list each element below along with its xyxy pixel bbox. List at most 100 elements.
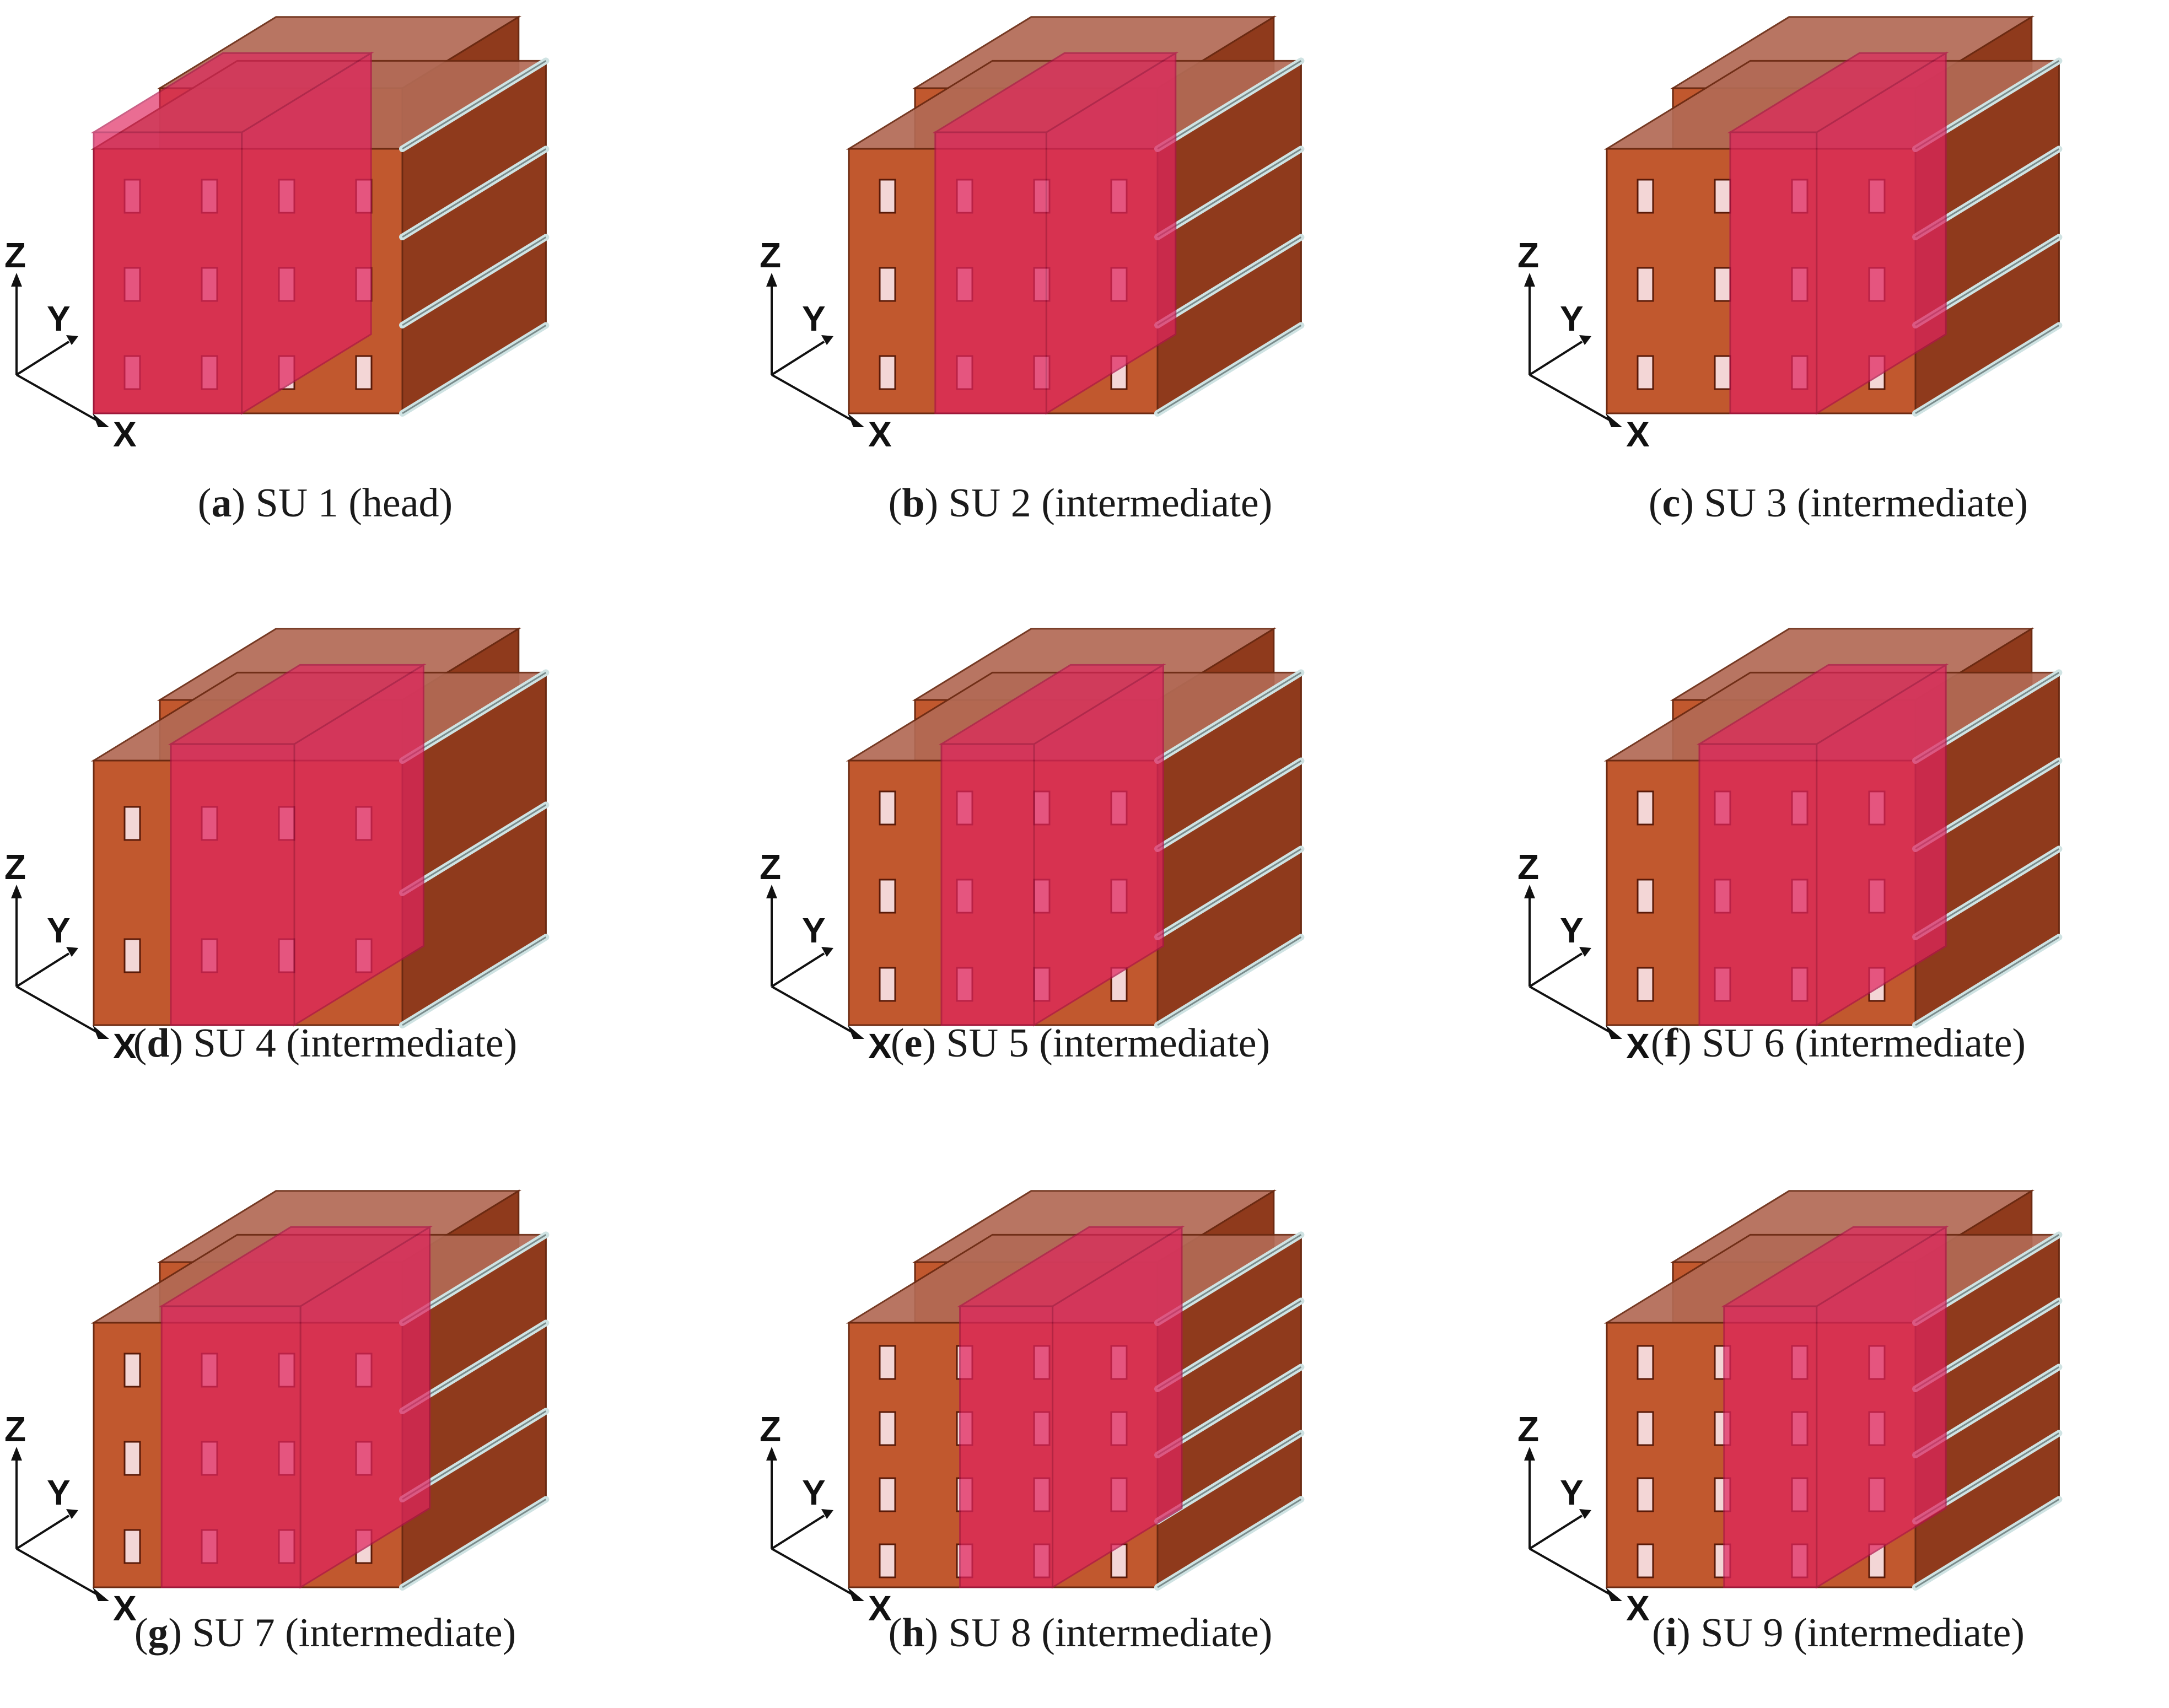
- window-opening: [1637, 790, 1654, 826]
- caption-letter: c: [1662, 481, 1681, 526]
- caption-text: SU 1 (head): [255, 481, 453, 526]
- caption-b: (b) SU 2 (intermediate): [750, 480, 1411, 527]
- axis-label-y: Y: [47, 910, 71, 950]
- building-model-i: ZYX: [1517, 1189, 2063, 1628]
- axis-label-x: X: [1626, 1588, 1650, 1628]
- caption-a: (a) SU 1 (head): [0, 480, 656, 527]
- caption-paren-close: ): [1680, 481, 1704, 526]
- caption-c: (c) SU 3 (intermediate): [1508, 480, 2169, 527]
- axis-label-y: Y: [1560, 910, 1584, 950]
- caption-paren-close: ): [232, 481, 256, 526]
- cornice-edge: [1915, 1499, 2060, 1588]
- window-opening: [1637, 967, 1654, 1002]
- axis-label-y: Y: [47, 299, 71, 338]
- caption-paren-close: ): [168, 1610, 192, 1656]
- window-opening: [355, 355, 373, 390]
- window-opening: [1637, 1543, 1654, 1578]
- caption-letter: e: [904, 1021, 923, 1066]
- caption-paren-open: (: [1651, 1610, 1666, 1656]
- window-opening: [879, 879, 896, 914]
- caption-f: (f) SU 6 (intermediate): [1508, 1020, 2169, 1067]
- building-model-g: ZY X: [4, 1189, 550, 1628]
- axis-label-x: X: [1626, 414, 1650, 454]
- building-model-e: ZYX: [760, 627, 1305, 1066]
- axes-triad: ZYX: [760, 847, 892, 1066]
- window-opening: [879, 790, 896, 826]
- axes-triad: ZYX: [1517, 847, 1650, 1066]
- caption-text: SU 7 (intermediate): [192, 1610, 516, 1656]
- axis-label-y: Y: [47, 1473, 71, 1512]
- cornice-edge: [1157, 672, 1302, 762]
- caption-text: SU 2 (intermediate): [948, 481, 1273, 526]
- building-model-d: ZYX: [4, 627, 550, 1066]
- axis-label-x: X: [868, 1588, 892, 1628]
- cornice-edge: [1157, 236, 1302, 326]
- structural-unit-highlight: [1721, 1225, 1949, 1589]
- axis-label-z: Z: [4, 235, 26, 275]
- caption-letter: f: [1664, 1021, 1678, 1066]
- cornice-edge: [1157, 760, 1302, 850]
- caption-paren-close: ): [1678, 1021, 1702, 1066]
- window-opening: [879, 267, 896, 302]
- caption-paren-open: (: [888, 481, 902, 526]
- axis-label-x: X: [868, 1026, 892, 1066]
- caption-letter: g: [148, 1610, 169, 1656]
- window-opening: [1637, 879, 1654, 914]
- building-model-a: ZY X: [4, 15, 550, 454]
- axis-label-x: X: [113, 414, 137, 454]
- cornice-edge: [1157, 148, 1302, 238]
- cornice-edge: [1157, 60, 1302, 150]
- caption-paren-close: ): [922, 1021, 946, 1066]
- axes-triad: ZYX: [1517, 235, 1650, 454]
- caption-paren-open: (: [197, 481, 212, 526]
- axis-label-y: Y: [1560, 1473, 1584, 1512]
- cornice-edge: [402, 325, 547, 414]
- caption-paren-close: ): [924, 1610, 949, 1656]
- cornice-edge: [402, 1499, 547, 1588]
- structural-unit-highlight: [158, 1225, 433, 1589]
- window-opening: [1714, 267, 1731, 302]
- caption-h: (h) SU 8 (intermediate): [750, 1610, 1411, 1657]
- cornice-edge: [402, 60, 547, 150]
- structural-unit-highlight: [168, 663, 427, 1027]
- caption-g: (g) SU 7 (intermediate): [0, 1610, 656, 1657]
- window-opening: [123, 938, 141, 973]
- caption-text: SU 3 (intermediate): [1704, 481, 2028, 526]
- axes-triad: ZYX: [760, 235, 892, 454]
- window-opening: [1637, 355, 1654, 390]
- window-opening: [1637, 1477, 1654, 1512]
- structural-unit-highlight: [1696, 663, 1949, 1027]
- cornice-edge: [1915, 936, 2060, 1026]
- axis-label-y: Y: [1560, 299, 1584, 338]
- building-model-b: ZYX: [760, 15, 1305, 454]
- axis-label-y: Y: [802, 1473, 826, 1512]
- caption-text: SU 6 (intermediate): [1702, 1021, 2026, 1066]
- caption-paren-close: ): [1677, 1610, 1701, 1656]
- building-model-h: ZYX: [760, 1189, 1305, 1628]
- window-opening: [879, 1411, 896, 1446]
- axes-triad: ZY X: [4, 235, 137, 454]
- caption-paren-open: (: [1648, 481, 1662, 526]
- window-opening: [879, 967, 896, 1002]
- axis-label-x: X: [113, 1588, 137, 1628]
- structural-unit-highlight: [932, 51, 1179, 415]
- cornice-edge: [1915, 325, 2060, 414]
- caption-paren-close: ): [924, 481, 949, 526]
- caption-i: (i) SU 9 (intermediate): [1508, 1610, 2169, 1657]
- axis-label-y: Y: [802, 299, 826, 338]
- building-model-f: ZYX: [1517, 627, 2063, 1066]
- window-opening: [1637, 1345, 1654, 1380]
- caption-letter: b: [902, 481, 925, 526]
- axes-triad: ZYX: [1517, 1409, 1650, 1628]
- window-opening: [879, 1477, 896, 1512]
- cornice-edge: [1157, 325, 1302, 414]
- axis-label-z: Z: [4, 847, 26, 887]
- structural-unit-highlight: [938, 663, 1166, 1027]
- axis-label-z: Z: [4, 1409, 26, 1449]
- caption-text: SU 5 (intermediate): [946, 1021, 1271, 1066]
- axes-triad: ZYX: [760, 1409, 892, 1628]
